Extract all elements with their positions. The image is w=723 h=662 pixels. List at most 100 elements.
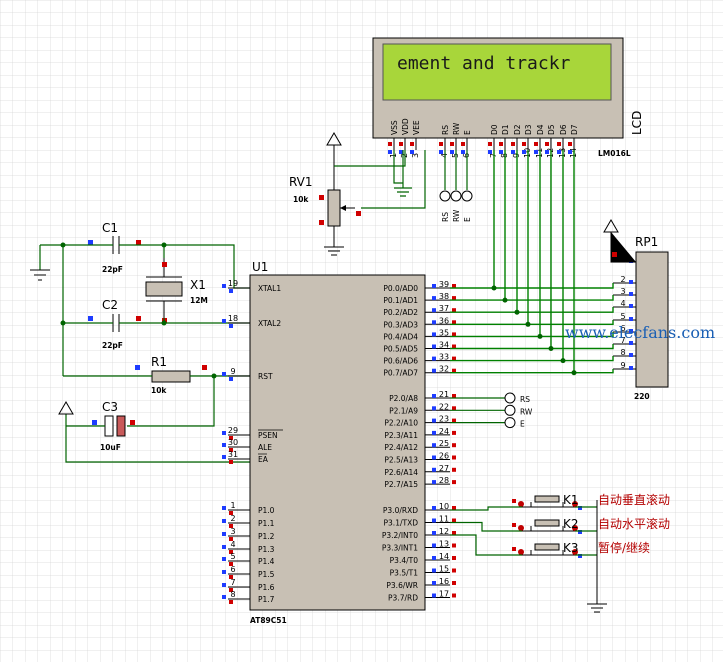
u1-pin-marker bbox=[432, 531, 436, 535]
bus-junction bbox=[514, 309, 520, 315]
u1-pin-marker bbox=[432, 480, 436, 485]
u1-pin-number: 22 bbox=[439, 402, 449, 411]
lcd-pin-name: D0 bbox=[490, 124, 499, 135]
u1-pin-name: P0.3/AD3 bbox=[383, 320, 418, 329]
u1-pin-number: 4 bbox=[230, 540, 235, 549]
rp1-pin-marker bbox=[629, 292, 633, 296]
u1-pin-marker bbox=[452, 556, 456, 560]
lcd-pin-name: E bbox=[463, 130, 472, 135]
u1-pin-number: 5 bbox=[230, 552, 235, 561]
r1-ref-label: R1 bbox=[151, 355, 167, 369]
terminal-circle[interactable] bbox=[461, 190, 473, 202]
u1-pin-name: P2.6/A14 bbox=[384, 468, 418, 477]
lcd-pin-name: D2 bbox=[513, 124, 522, 135]
u1-pin-marker bbox=[229, 550, 233, 554]
u1-pin-marker bbox=[452, 506, 456, 510]
u1-pin-name: P0.5/AD5 bbox=[383, 345, 418, 354]
u1-pin-marker bbox=[222, 557, 226, 561]
bus-junction bbox=[502, 297, 508, 303]
u1-pin-marker bbox=[222, 506, 226, 510]
lcd-pin-marker bbox=[488, 150, 492, 154]
u1-pin-marker bbox=[229, 460, 233, 464]
bus-junction bbox=[525, 321, 531, 327]
wire-lcd-vee bbox=[361, 150, 426, 209]
switch-ref-label: K2 bbox=[563, 517, 579, 531]
wire-p0-to-rp1 bbox=[528, 320, 614, 325]
u1-pin-marker bbox=[222, 284, 226, 288]
u1-pin-number: 21 bbox=[439, 390, 449, 399]
lcd-pin-marker bbox=[534, 142, 538, 146]
lcd-pin-marker bbox=[450, 142, 454, 146]
u1-pin-name: P2.4/A12 bbox=[384, 443, 418, 452]
u1-pin-marker bbox=[452, 320, 456, 325]
u1-pin-marker bbox=[222, 443, 226, 447]
u1-pin-name: ALE bbox=[258, 443, 272, 452]
terminal-circle[interactable] bbox=[504, 417, 516, 429]
wire-p0-to-rp1 bbox=[551, 344, 614, 350]
u1-pin-name: P3.0/RXD bbox=[383, 506, 418, 515]
u1-pin-name: P1.3 bbox=[258, 545, 275, 554]
rp1-pin-number: 9 bbox=[620, 361, 625, 370]
wire-lcd-vdd bbox=[334, 150, 406, 167]
lcd-pin-marker bbox=[522, 142, 526, 146]
bus-junction bbox=[560, 358, 566, 364]
u1-pin-name: P0.1/AD1 bbox=[383, 296, 418, 305]
u1-pin-number: 33 bbox=[439, 353, 449, 362]
u1-pin-marker bbox=[452, 455, 456, 460]
terminal-circle[interactable] bbox=[439, 190, 451, 202]
lcd-pin-marker bbox=[439, 150, 443, 154]
rv1-ref-label: RV1 bbox=[289, 175, 313, 189]
mcu-u1[interactable]: U1 AT89C51 19XTAL118XTAL29RST29PSEN30ALE… bbox=[222, 260, 456, 625]
lcd-pin-name: D7 bbox=[570, 124, 579, 135]
u1-pin-marker bbox=[222, 431, 226, 435]
u1-pin-number: 12 bbox=[439, 527, 449, 536]
u1-pin-number: 25 bbox=[439, 439, 449, 448]
switch-function-label: 暂停/继续 bbox=[598, 540, 650, 555]
u1-pin-number: 15 bbox=[439, 565, 449, 574]
u1-pin-marker bbox=[432, 284, 436, 288]
wire-p0-to-rp1 bbox=[574, 369, 614, 374]
capacitor-c3[interactable]: C3 10uF bbox=[92, 400, 135, 452]
u1-pin-marker bbox=[432, 556, 436, 560]
u1-pin-marker bbox=[432, 593, 436, 598]
u1-pin-marker bbox=[222, 583, 226, 587]
u1-pin-number: 19 bbox=[228, 279, 238, 288]
lcd-pin-marker bbox=[499, 142, 503, 146]
u1-pin-number: 7 bbox=[230, 578, 235, 587]
lcd-pin-marker bbox=[511, 150, 515, 154]
u1-pin-marker bbox=[452, 418, 456, 423]
u1-pin-marker bbox=[452, 394, 456, 398]
u1-pin-marker bbox=[229, 511, 233, 515]
u1-pin-marker bbox=[432, 543, 436, 548]
rp1-value-label: 220 bbox=[634, 392, 650, 401]
u1-pin-name: P1.1 bbox=[258, 519, 275, 528]
u1-pin-marker bbox=[229, 324, 233, 328]
wire-p0-to-rp1 bbox=[494, 283, 614, 289]
u1-pin-marker bbox=[222, 519, 226, 523]
u1-pin-name: RST bbox=[258, 372, 273, 381]
terminal-circle[interactable] bbox=[504, 404, 516, 416]
lcd-pin-marker bbox=[388, 150, 392, 154]
wire-p0-to-rp1 bbox=[505, 295, 614, 301]
lcd-pin-marker bbox=[534, 150, 538, 154]
rv1-value-label: 10k bbox=[293, 195, 309, 204]
capacitor-c1[interactable]: C1 22pF bbox=[88, 221, 141, 274]
u1-pin-marker bbox=[222, 372, 226, 376]
lcd-pin-name: VEE bbox=[412, 120, 421, 135]
u1-pin-marker bbox=[222, 455, 226, 459]
u1-pin-name: P3.4/T0 bbox=[390, 556, 419, 565]
u1-pin-marker bbox=[229, 377, 233, 381]
terminal-circle[interactable] bbox=[504, 392, 516, 404]
lcd-pin-marker bbox=[450, 150, 454, 154]
u1-pin-name: P1.0 bbox=[258, 506, 275, 515]
u1-pin-number: 30 bbox=[228, 438, 238, 447]
u1-pin-number: 39 bbox=[439, 280, 449, 289]
bus-junction bbox=[548, 346, 554, 351]
terminal-circle[interactable] bbox=[450, 190, 462, 202]
rv1-potentiometer[interactable]: RV1 10k bbox=[289, 166, 361, 242]
u1-pin-marker bbox=[432, 320, 436, 325]
u1-pin-marker bbox=[432, 443, 436, 448]
